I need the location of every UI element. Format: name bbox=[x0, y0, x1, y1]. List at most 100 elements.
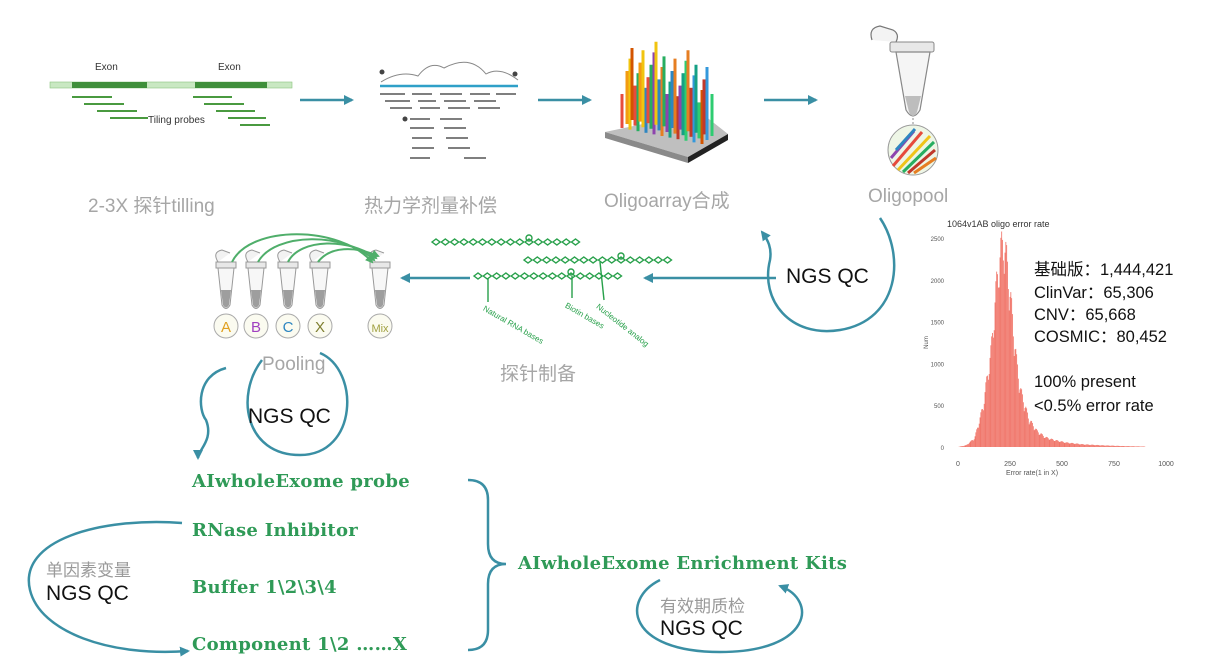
nucleotide-mark bbox=[597, 256, 608, 264]
histogram-bar bbox=[1001, 231, 1003, 447]
histogram-bar bbox=[1098, 445, 1100, 447]
histogram-bar bbox=[1008, 310, 1010, 447]
histogram-bar bbox=[1057, 440, 1059, 447]
tube-bubble bbox=[213, 313, 239, 339]
nucleotide-mark bbox=[560, 256, 571, 264]
histogram-bar bbox=[1003, 273, 1005, 447]
histogram-bar bbox=[1078, 444, 1080, 447]
histogram-bar bbox=[1091, 444, 1092, 447]
histogram-bar bbox=[1040, 433, 1042, 447]
histogram-bar bbox=[1111, 445, 1112, 447]
histogram-bar bbox=[1141, 446, 1142, 447]
histogram-bar bbox=[1095, 445, 1097, 447]
histogram-bar bbox=[1036, 429, 1038, 447]
nucleotide-mark bbox=[569, 256, 580, 264]
histogram-bar bbox=[1102, 445, 1104, 447]
step-oligopool-label: Oligopool bbox=[868, 186, 949, 207]
histogram-bar bbox=[1014, 349, 1016, 447]
nucleotide-mark bbox=[561, 238, 572, 246]
histogram-bar bbox=[1070, 443, 1072, 447]
x-tick-label: 750 bbox=[1108, 461, 1120, 468]
tube-rim bbox=[277, 261, 299, 269]
histogram-bar bbox=[989, 357, 991, 447]
tube-label: B bbox=[251, 319, 261, 336]
nucleotide-mark bbox=[491, 272, 502, 280]
histogram-bar bbox=[1023, 411, 1025, 447]
x-axis-label: Error rate(1 in X) bbox=[1006, 470, 1058, 477]
nucleotide-mark bbox=[477, 238, 488, 246]
histogram-bar bbox=[1037, 432, 1039, 447]
histogram-bar bbox=[1016, 354, 1018, 447]
nucleotide-mark bbox=[458, 238, 470, 246]
histogram-bar bbox=[1101, 445, 1103, 447]
histogram-bar bbox=[978, 423, 980, 447]
histogram-bar bbox=[960, 446, 962, 447]
histogram-bar bbox=[1076, 443, 1077, 447]
histogram-bar bbox=[1006, 245, 1008, 447]
histogram-bar bbox=[1037, 430, 1038, 447]
histogram-bar bbox=[988, 374, 990, 447]
histogram-bar bbox=[1101, 445, 1102, 447]
histogram-bar bbox=[998, 287, 1000, 447]
histogram-bar bbox=[1082, 444, 1084, 447]
oligoarray-illustration bbox=[605, 41, 728, 163]
tube-body bbox=[217, 267, 235, 309]
y-axis-label: Num bbox=[924, 336, 930, 349]
histogram-bar bbox=[1060, 441, 1062, 447]
histogram-title: 1064v1AB oligo error rate bbox=[947, 219, 1050, 229]
histogram-bar bbox=[1086, 444, 1088, 447]
histogram-bar bbox=[1013, 356, 1015, 447]
histogram-bar bbox=[1030, 420, 1032, 447]
histogram-bar bbox=[1111, 445, 1113, 447]
histogram-bar bbox=[1005, 241, 1007, 447]
histogram-bar bbox=[1007, 289, 1009, 447]
nucleotide-mark bbox=[486, 238, 497, 246]
histogram-bar bbox=[971, 440, 973, 447]
histogram-bar bbox=[1133, 446, 1135, 447]
exon-label-1: Exon bbox=[95, 62, 118, 73]
nucleotide-mark bbox=[615, 256, 627, 264]
histogram-bar bbox=[1022, 394, 1023, 447]
histogram-bar bbox=[997, 274, 998, 447]
histogram-bar bbox=[1017, 364, 1018, 447]
step-tiling-label: 2-3X 探针tilling bbox=[88, 196, 215, 217]
histogram-bar bbox=[987, 375, 988, 447]
histogram-bar bbox=[1032, 422, 1033, 447]
nucleotide-mark bbox=[523, 238, 535, 246]
biotin-mark bbox=[525, 234, 533, 242]
nucleotide-mark bbox=[587, 256, 599, 264]
histogram-bar bbox=[974, 436, 976, 447]
histogram-bar bbox=[993, 330, 995, 447]
histogram-bar bbox=[1022, 402, 1024, 447]
tube-liquid bbox=[251, 290, 261, 308]
histogram-bar bbox=[1074, 444, 1076, 447]
histogram-bar bbox=[1056, 440, 1058, 447]
histogram-bar bbox=[1020, 388, 1022, 447]
histogram-bar bbox=[972, 440, 973, 447]
histogram-bar bbox=[967, 444, 968, 447]
mix-label: Mix bbox=[371, 323, 389, 335]
nucleotide-mark bbox=[612, 272, 623, 280]
step-pooling-label: Pooling bbox=[262, 354, 326, 375]
tube-rim bbox=[309, 261, 331, 269]
histogram-bar bbox=[1107, 445, 1109, 447]
step-oligoarray-label: Oligoarray合成 bbox=[604, 191, 730, 212]
histogram-bar bbox=[994, 302, 996, 447]
histogram-bar bbox=[1116, 445, 1117, 447]
histogram-bar bbox=[1134, 446, 1136, 447]
note-present: 100% present bbox=[1034, 373, 1136, 391]
histogram-bar bbox=[1093, 445, 1095, 447]
qc-loop-single-factor bbox=[27, 520, 190, 657]
histogram-bar bbox=[1097, 445, 1099, 447]
x-tick-label: 0 bbox=[956, 461, 960, 468]
y-tick-label: 0 bbox=[941, 446, 945, 452]
histogram-bar bbox=[1137, 446, 1139, 447]
histogram-bar bbox=[1055, 440, 1057, 447]
histogram-bar bbox=[1080, 444, 1082, 447]
histogram-bar bbox=[1050, 438, 1052, 447]
histogram-bar bbox=[1012, 336, 1014, 447]
histogram-bar bbox=[1127, 446, 1129, 447]
nucleotide-mark bbox=[643, 256, 655, 264]
